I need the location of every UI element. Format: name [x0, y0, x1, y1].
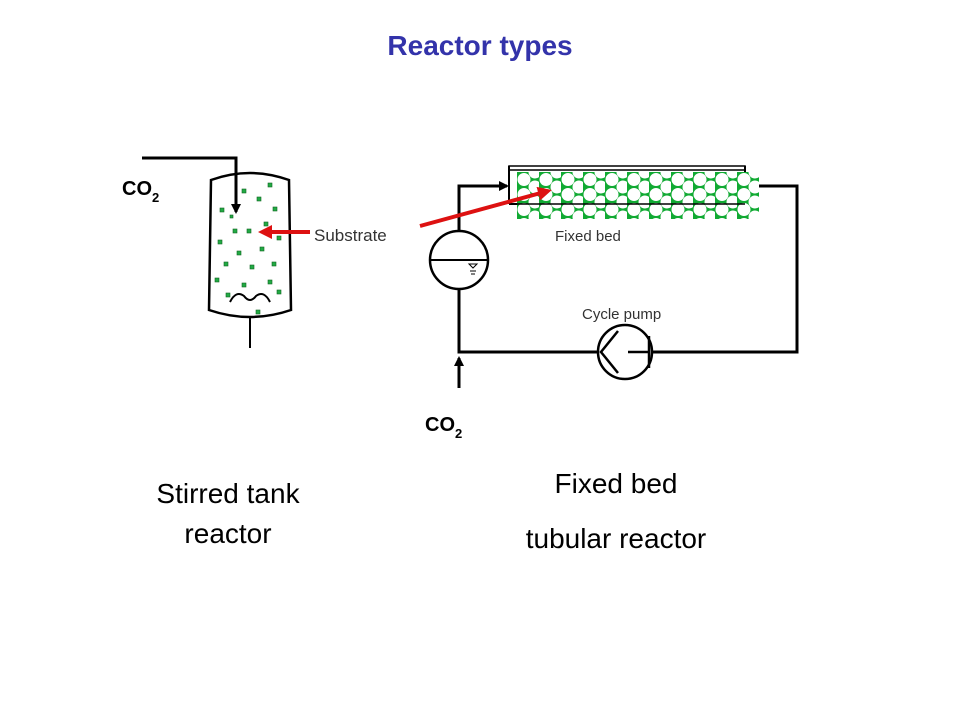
fixed-bed-caption-line1: Fixed bed	[554, 468, 678, 499]
substrate-pointers	[258, 186, 552, 239]
substrate-particles	[214, 182, 282, 315]
stirred-tank-caption-line1: Stirred tank	[156, 478, 300, 509]
substrate-label: Substrate	[314, 226, 387, 245]
co2-label-bed: CO2	[425, 414, 463, 441]
reservoir-vessel	[428, 229, 490, 291]
stirred-tank-reactor	[142, 156, 293, 348]
fixed-bed-small-label: Fixed bed	[555, 228, 621, 245]
substrate-arrow-bed	[419, 186, 552, 228]
page-title: Reactor types	[387, 30, 573, 61]
lower-pipe	[457, 289, 598, 354]
cycle-pump-label: Cycle pump	[582, 306, 662, 323]
fixed-bed-reactor	[428, 165, 799, 388]
co2-feed-line	[142, 156, 241, 214]
stirrer-blade	[229, 293, 271, 303]
return-pipe	[653, 184, 799, 354]
tank-vessel	[207, 171, 293, 319]
fixed-bed-caption-line2: tubular reactor	[525, 523, 707, 554]
cycle-pump	[596, 323, 654, 381]
co2-label-tank: CO2	[122, 178, 160, 205]
tube-top-wall	[508, 165, 746, 171]
fixed-bed-caption: Fixed bed tubular reactor	[486, 464, 746, 559]
stirred-tank-caption-line2: reactor	[184, 518, 272, 549]
stirred-tank-caption: Stirred tank reactor	[128, 474, 328, 554]
